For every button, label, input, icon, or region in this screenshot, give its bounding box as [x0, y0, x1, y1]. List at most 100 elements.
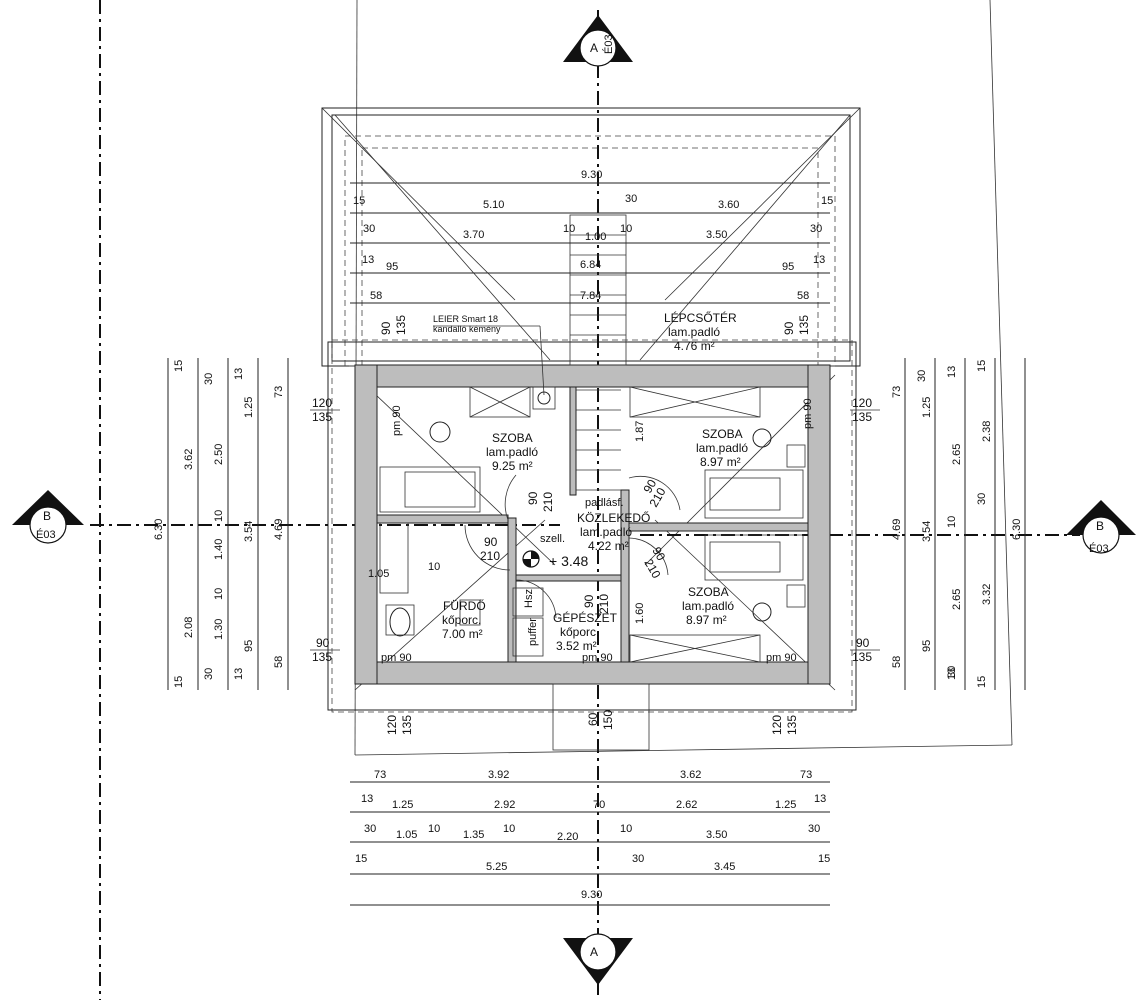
dim-text: 3.32 [981, 584, 993, 605]
dim-lines-sides [167, 358, 1026, 690]
opening-height: 150 [601, 710, 615, 730]
dim-text: 58 [891, 656, 903, 668]
bottom-dim-texts: 73 3.92 3.62 73 13 1.25 2.92 70 2.62 1.2… [355, 769, 830, 901]
room-labels: SZOBA lam.padló 9.25 m² SZOBA lam.padló … [442, 310, 748, 653]
section-b-label: B [1096, 519, 1104, 533]
vent-label: szell. [540, 533, 565, 545]
room-floor: lam.padló [580, 525, 632, 539]
dim-text: 5.10 [483, 199, 504, 211]
dim-text: 95 [921, 640, 933, 652]
section-sheet-label: É03 [1089, 542, 1109, 555]
room-area: 4.22 m² [588, 539, 629, 553]
dim-text: 58 [797, 290, 809, 302]
opening-height: 135 [785, 715, 799, 735]
dim-text: 30 [625, 193, 637, 205]
room-area: 8.97 m² [686, 613, 727, 627]
level-marker: + 3.48 [549, 553, 589, 569]
room-name: LÉPCSŐTÉR [664, 310, 737, 325]
room-floor: lam.padló [486, 445, 538, 459]
dim-text: 15 [976, 676, 988, 688]
dim-text: 3.50 [706, 829, 727, 841]
dim-text: 4.69 [891, 519, 903, 540]
door-width: 90 [582, 594, 596, 608]
dim-text: 13 [946, 366, 958, 378]
dim-text: 13 [362, 254, 374, 266]
stairs [552, 214, 650, 751]
dim-text: 95 [386, 261, 398, 273]
dim-text: 2.50 [213, 444, 225, 465]
dim-text: 15 [173, 360, 185, 372]
opening-labels: 120 135 90 135 120 135 90 135 120 135 12… [310, 315, 880, 735]
dim-text: 73 [273, 386, 285, 398]
dim-text: 1.25 [392, 799, 413, 811]
top-dim-texts: 9.30 15 5.10 30 3.60 15 30 3.70 10 1.00 … [353, 169, 833, 302]
room-area: 8.97 m² [700, 455, 741, 469]
room-area: 3.52 m² [556, 639, 597, 653]
dim-text: 2.38 [981, 421, 993, 442]
door-swings [464, 474, 681, 619]
room-name: GÉPÉSZET [553, 610, 618, 625]
door-width: 90 [484, 535, 498, 549]
dim-text: 15 [821, 195, 833, 207]
room-area: 9.25 m² [492, 459, 533, 473]
dim-text: 2.92 [494, 799, 515, 811]
room-floor: lam.padló [696, 441, 748, 455]
dim-text: 1.25 [775, 799, 796, 811]
dim-text: 15 [355, 853, 367, 865]
dim-text: 30 [976, 493, 988, 505]
dim-text: 3.62 [183, 449, 195, 470]
opening-width: 120 [385, 715, 399, 735]
roof-outline [321, 107, 861, 713]
right-dim-texts: 15 6.30 15 13 2.38 30 3.32 13 30 2.65 10… [891, 360, 1023, 688]
dim-text: 95 [782, 261, 794, 273]
dim-text: 30 [946, 666, 958, 678]
dim-text: 5.25 [486, 861, 507, 873]
dim-text: 3.50 [706, 229, 727, 241]
dim-text: 3.70 [463, 229, 484, 241]
dim-text: 9.30 [581, 169, 602, 181]
door-width: 90 [526, 491, 540, 505]
pm90-label: pm 90 [582, 652, 613, 664]
dim-text: 1.35 [463, 829, 484, 841]
dim-text: 13 [233, 368, 245, 380]
dim-text: 2.65 [951, 444, 963, 465]
door-width: 90 [649, 545, 668, 564]
door-width: 90 [640, 477, 659, 496]
dim-text: 3.45 [714, 861, 735, 873]
section-b-label: B [43, 509, 51, 523]
dim-text: 1.25 [243, 397, 255, 418]
dim-text: 3.54 [243, 521, 255, 542]
opening-height: 135 [797, 315, 811, 335]
chimney-label-2: kandalló kémény [433, 324, 501, 334]
section-marker-b-left: B É03 [12, 490, 84, 544]
furniture [379, 386, 806, 663]
puffer-label: puffer [527, 618, 539, 646]
section-sheet-label: É03 [36, 528, 56, 541]
dim-text: 30 [363, 223, 375, 235]
dim-text: 4.69 [273, 519, 285, 540]
dim-text: 1.05 [368, 568, 389, 580]
dim-text: 10 [620, 223, 632, 235]
section-marker-b-right: B É03 [1066, 500, 1136, 555]
dim-text: 3.62 [680, 769, 701, 781]
pm90-label: pm 90 [381, 652, 412, 664]
room-name: SZOBA [702, 427, 743, 441]
section-marker-a-top: A É03 [563, 15, 633, 67]
dim-text: 10 [428, 561, 440, 573]
dim-text: 1.00 [585, 231, 606, 243]
dim-text: 10 [213, 510, 225, 522]
dim-text: 10 [213, 588, 225, 600]
dim-text: 13 [813, 254, 825, 266]
annotations: LEIER Smart 18 kandalló kémény padlásf. … [381, 314, 814, 664]
opening-width: 120 [312, 396, 332, 410]
dim-text: 1.60 [634, 603, 646, 624]
dim-text: 73 [374, 769, 386, 781]
dim-text: 30 [203, 668, 215, 680]
dim-text: 70 [593, 799, 605, 811]
dim-text: 73 [891, 386, 903, 398]
opening-width: 120 [852, 396, 872, 410]
opening-width: 90 [379, 321, 393, 335]
dim-text: 15 [818, 853, 830, 865]
opening-height: 135 [312, 410, 332, 424]
